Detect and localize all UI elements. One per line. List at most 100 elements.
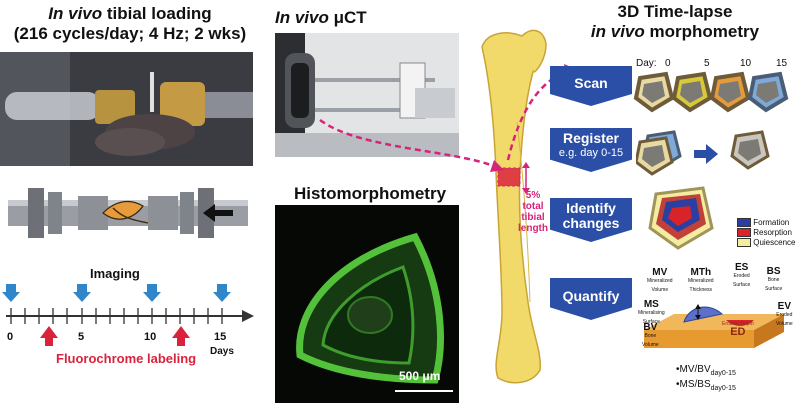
q-ms: MS Mineralising Surface [638,299,665,326]
day-15: 15 [776,58,788,69]
loading-title-italic: In vivo [48,4,103,23]
q-ev-sub2: Volume [776,321,793,327]
q-es: ES Eroded Surface [733,262,751,289]
roi-region [498,168,520,186]
legend-resorption-label: Resorption [753,228,792,237]
fluoro-arrow [172,326,190,346]
q-mth-sub1: Mineralized [688,278,714,284]
tick-15: 15 [214,331,226,343]
q-bv-sub2: Volume [642,342,659,348]
q-bs-sub2: Surface [765,286,783,292]
legend-resorption: Resorption [737,228,795,238]
loading-subtitle: (216 cycles/day; 4 Hz; 2 wks) [13,24,247,43]
step-identify-label2: changes [562,215,620,231]
fluoro-arrow [40,326,58,346]
q-ms-label: MS [643,299,659,310]
tick-5: 5 [78,331,84,343]
morpho-title-line1: 3D Time-lapse [617,2,733,21]
legend-quiescence-label: Quiescence [753,238,796,247]
q-ed-label: ED [730,326,746,338]
q-mv: MV Mineralized Volume [647,267,673,294]
q-es-sub2: Surface [733,282,751,288]
tibial-length-l1: total [522,201,544,212]
step-register-label: Register [562,130,620,146]
identify-visual [648,186,714,250]
formula-2-sub: day0-15 [710,385,736,392]
imaging-label: Imaging [90,266,140,281]
microct-title: In vivo μCT [275,8,435,28]
q-mth: MTh Mineralized Thickness [688,268,714,294]
tick-0: 0 [7,331,13,343]
q-bv: BV Bone Volume [642,322,659,349]
step-quantify-label: Quantify [562,287,620,304]
loading-photo [0,52,253,166]
q-es-sub1: Eroded [733,273,750,279]
q-ms-sub1: Mineralising [638,310,665,316]
legend-swatch [737,238,751,248]
q-bs-sub1: Bone [767,277,780,283]
formula-1-sub: day0-15 [710,370,736,377]
histo-image: 500 μm [275,205,459,403]
q-bv-sub1: Bone [644,333,657,339]
microct-title-rest: μCT [328,8,367,27]
day-0: 0 [665,58,671,69]
q-bs: BS Bone Surface [765,266,783,293]
quantify-diagram [644,304,784,348]
legend-formation: Formation [737,218,795,228]
legend-swatch [737,218,751,228]
imaging-arrow [143,284,161,302]
q-mth-sub2: Thickness [689,287,713,293]
loading-title-rest: tibial loading [102,4,212,23]
loading-schematic [8,188,248,238]
q-ed: Erosion Depth ED [722,318,754,338]
q-mv-label: MV [652,267,668,278]
q-mv-sub1: Mineralized [647,278,673,284]
q-ed-sub: Erosion Depth [722,321,754,327]
arrow-icon [694,144,718,164]
formula-2-main: •MS/BS [676,379,711,390]
register-visual [636,130,770,176]
q-mv-sub2: Volume [651,287,669,293]
morpho-title-italic: in vivo [590,22,645,41]
imaging-arrow [213,284,231,302]
bone-day10 [709,71,751,113]
loading-photo-svg [0,52,253,166]
step-scan-label: Scan [574,74,608,91]
step-identify-label: Identify [566,200,616,216]
tibial-length-pct: 5% [525,190,541,201]
q-ev-sub1: Eroded [776,312,793,318]
microct-photo [275,33,459,157]
morpho-title-rest: morphometry [644,22,760,41]
q-bv-label: BV [643,322,658,333]
day-prefix: Day: [636,58,657,69]
legend-formation-label: Formation [753,218,790,227]
imaging-arrow [73,284,91,302]
day-10: 10 [740,58,752,69]
day-5: 5 [704,58,710,69]
tick-10: 10 [144,331,156,343]
histo-title: Histomorphometry [293,184,447,203]
tibial-length-label: 5% total tibial length [513,190,553,234]
legend-quiescence: Quiescence [737,238,795,248]
legend-swatch [737,228,751,238]
q-ev: EV Eroded Volume [776,301,793,328]
tibial-length-l2: tibial [521,212,545,223]
days-label: Days [210,346,234,357]
morpho-title: 3D Time-lapse in vivo morphometry [555,2,795,42]
step-register-sub: e.g. day 0-15 [558,147,624,159]
q-es-label: ES [734,262,749,273]
q-ev-label: EV [777,301,792,312]
timeline: 0 5 10 15 Days [2,284,254,357]
bone-day0 [633,71,675,113]
formula-1: •MV/BVday0-15 [676,364,736,377]
formula-2: •MS/BSday0-15 [676,379,736,392]
formula-1-main: •MV/BV [676,364,711,375]
bone-day15 [747,71,789,113]
q-bs-label: BS [766,266,781,277]
q-ms-sub2: Surface [642,319,660,325]
fluoro-label: Fluorochrome labeling [56,351,197,366]
scan-bones [633,71,789,113]
legend: Formation Resorption Quiescence [737,218,795,248]
tibial-length-l3: length [518,223,548,234]
microct-title-italic: In vivo [275,8,329,27]
